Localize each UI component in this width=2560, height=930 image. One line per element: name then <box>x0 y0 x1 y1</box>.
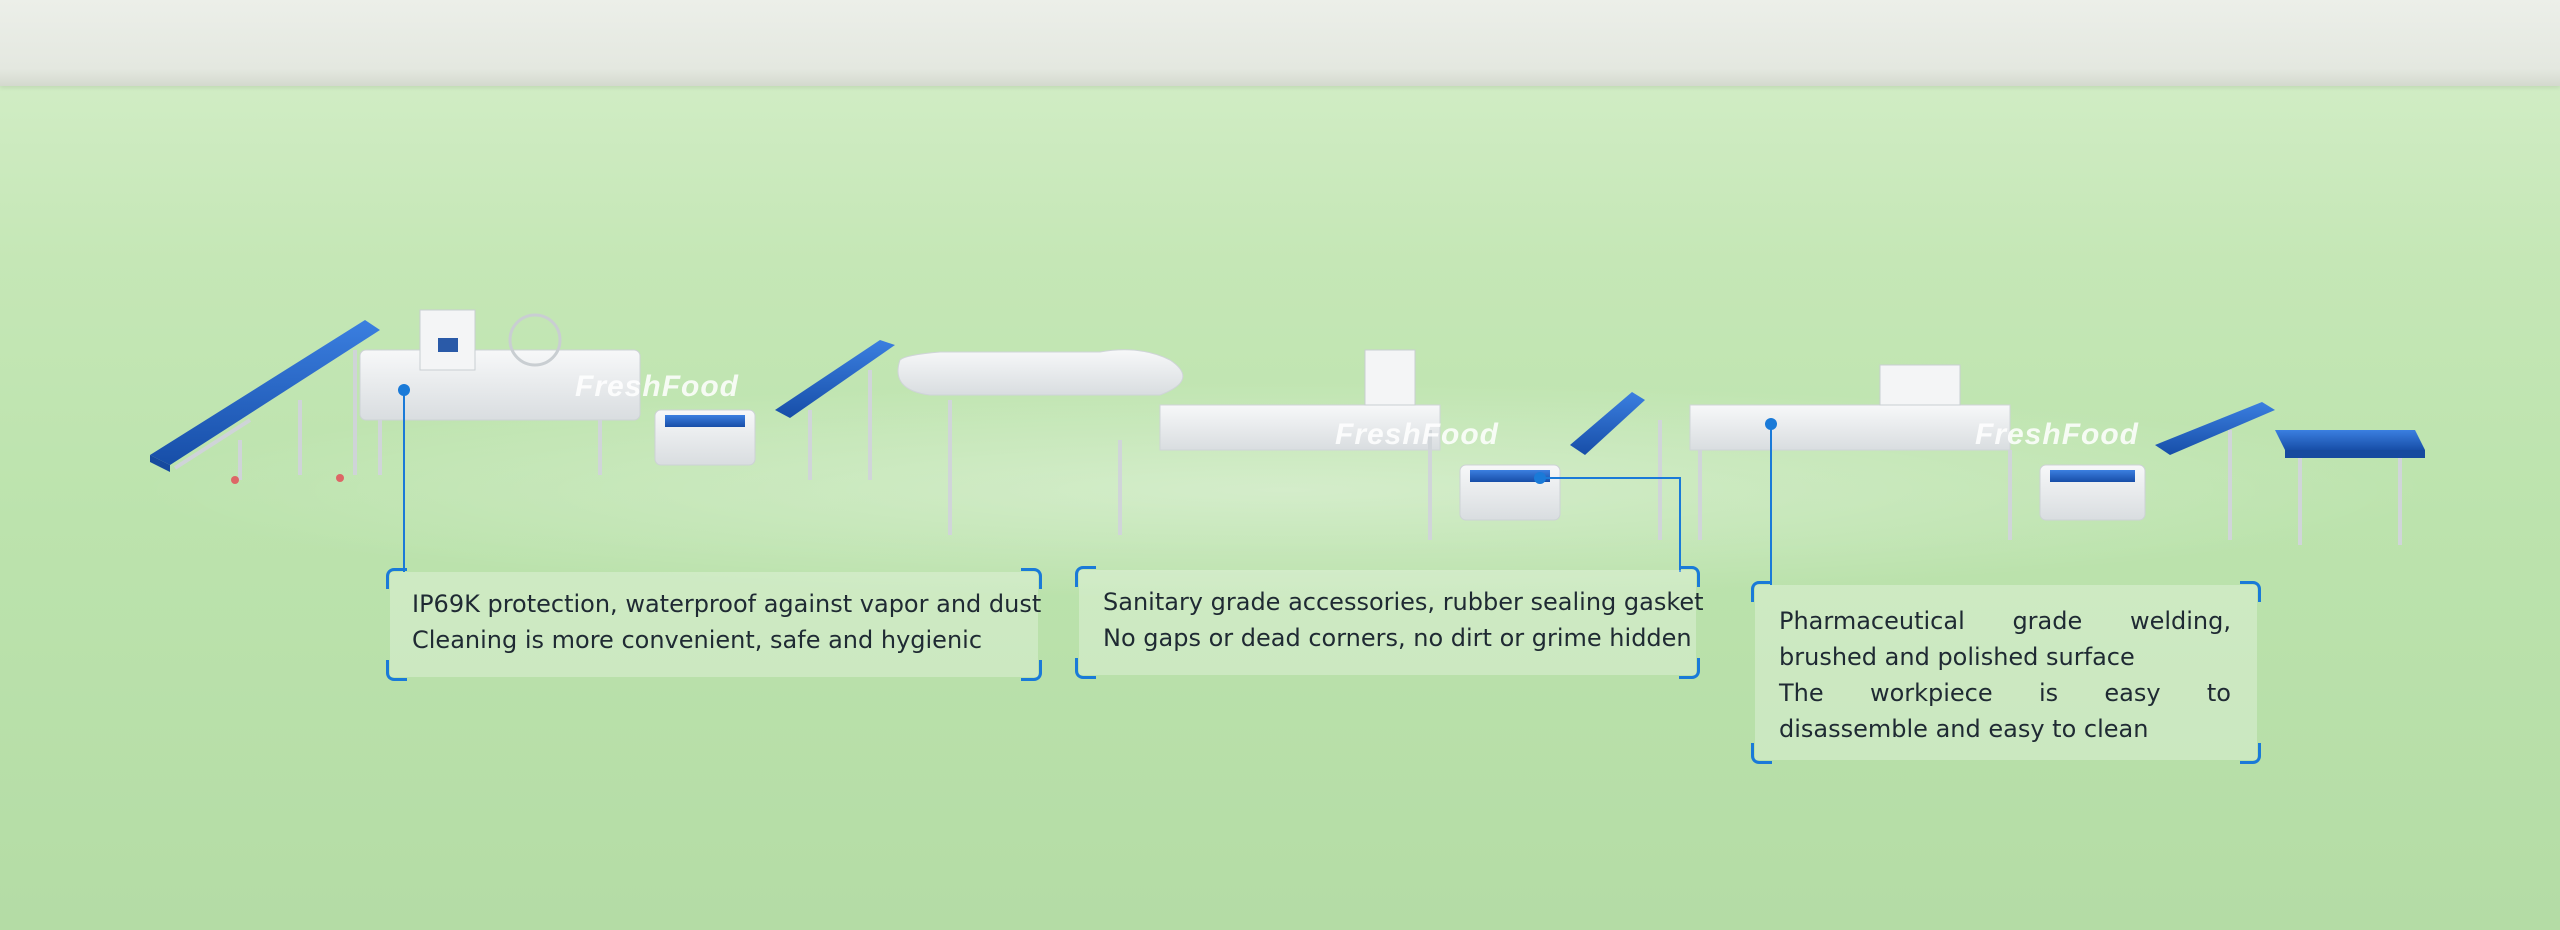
output-conveyor <box>2275 430 2425 545</box>
callout-1-line-2: Cleaning is more convenient, safe and hy… <box>412 626 983 654</box>
callout-leader-2 <box>1534 472 1681 572</box>
washing-tank-2 <box>1689 364 2011 540</box>
callout-2-line-2: No gaps or dead corners, no dirt or grim… <box>1103 624 1692 652</box>
callout-3-line-1: Pharmaceutical grade welding, brushed an… <box>1779 607 2231 671</box>
top-band <box>0 0 2560 86</box>
brand-watermark-2: FreshFood <box>1335 418 1499 451</box>
callout-3-line-2: The workpiece is easy to disassemble and… <box>1779 679 2231 743</box>
callout-box-2: Sanitary grade accessories, rubber seali… <box>1075 566 1704 679</box>
brand-watermark-1: FreshFood <box>575 370 739 403</box>
callout-1-line-1: IP69K protection, waterproof against vap… <box>412 590 1042 618</box>
brand-watermark-3: FreshFood <box>1975 418 2139 451</box>
incline-conveyor-1 <box>150 320 380 484</box>
bubble-flume <box>897 349 1441 535</box>
callout-2-line-1: Sanitary grade accessories, rubber seali… <box>1103 588 1704 616</box>
callout-leader-1 <box>398 384 410 572</box>
dewatering-unit-2 <box>2008 402 2275 540</box>
washing-tank-1 <box>359 309 895 480</box>
callout-box-3: Pharmaceutical grade welding, brushed an… <box>1751 581 2261 764</box>
dewatering-unit-1 <box>1428 392 1662 540</box>
callout-box-1: IP69K protection, waterproof against vap… <box>386 568 1042 681</box>
callout-leader-3 <box>1765 418 1777 585</box>
